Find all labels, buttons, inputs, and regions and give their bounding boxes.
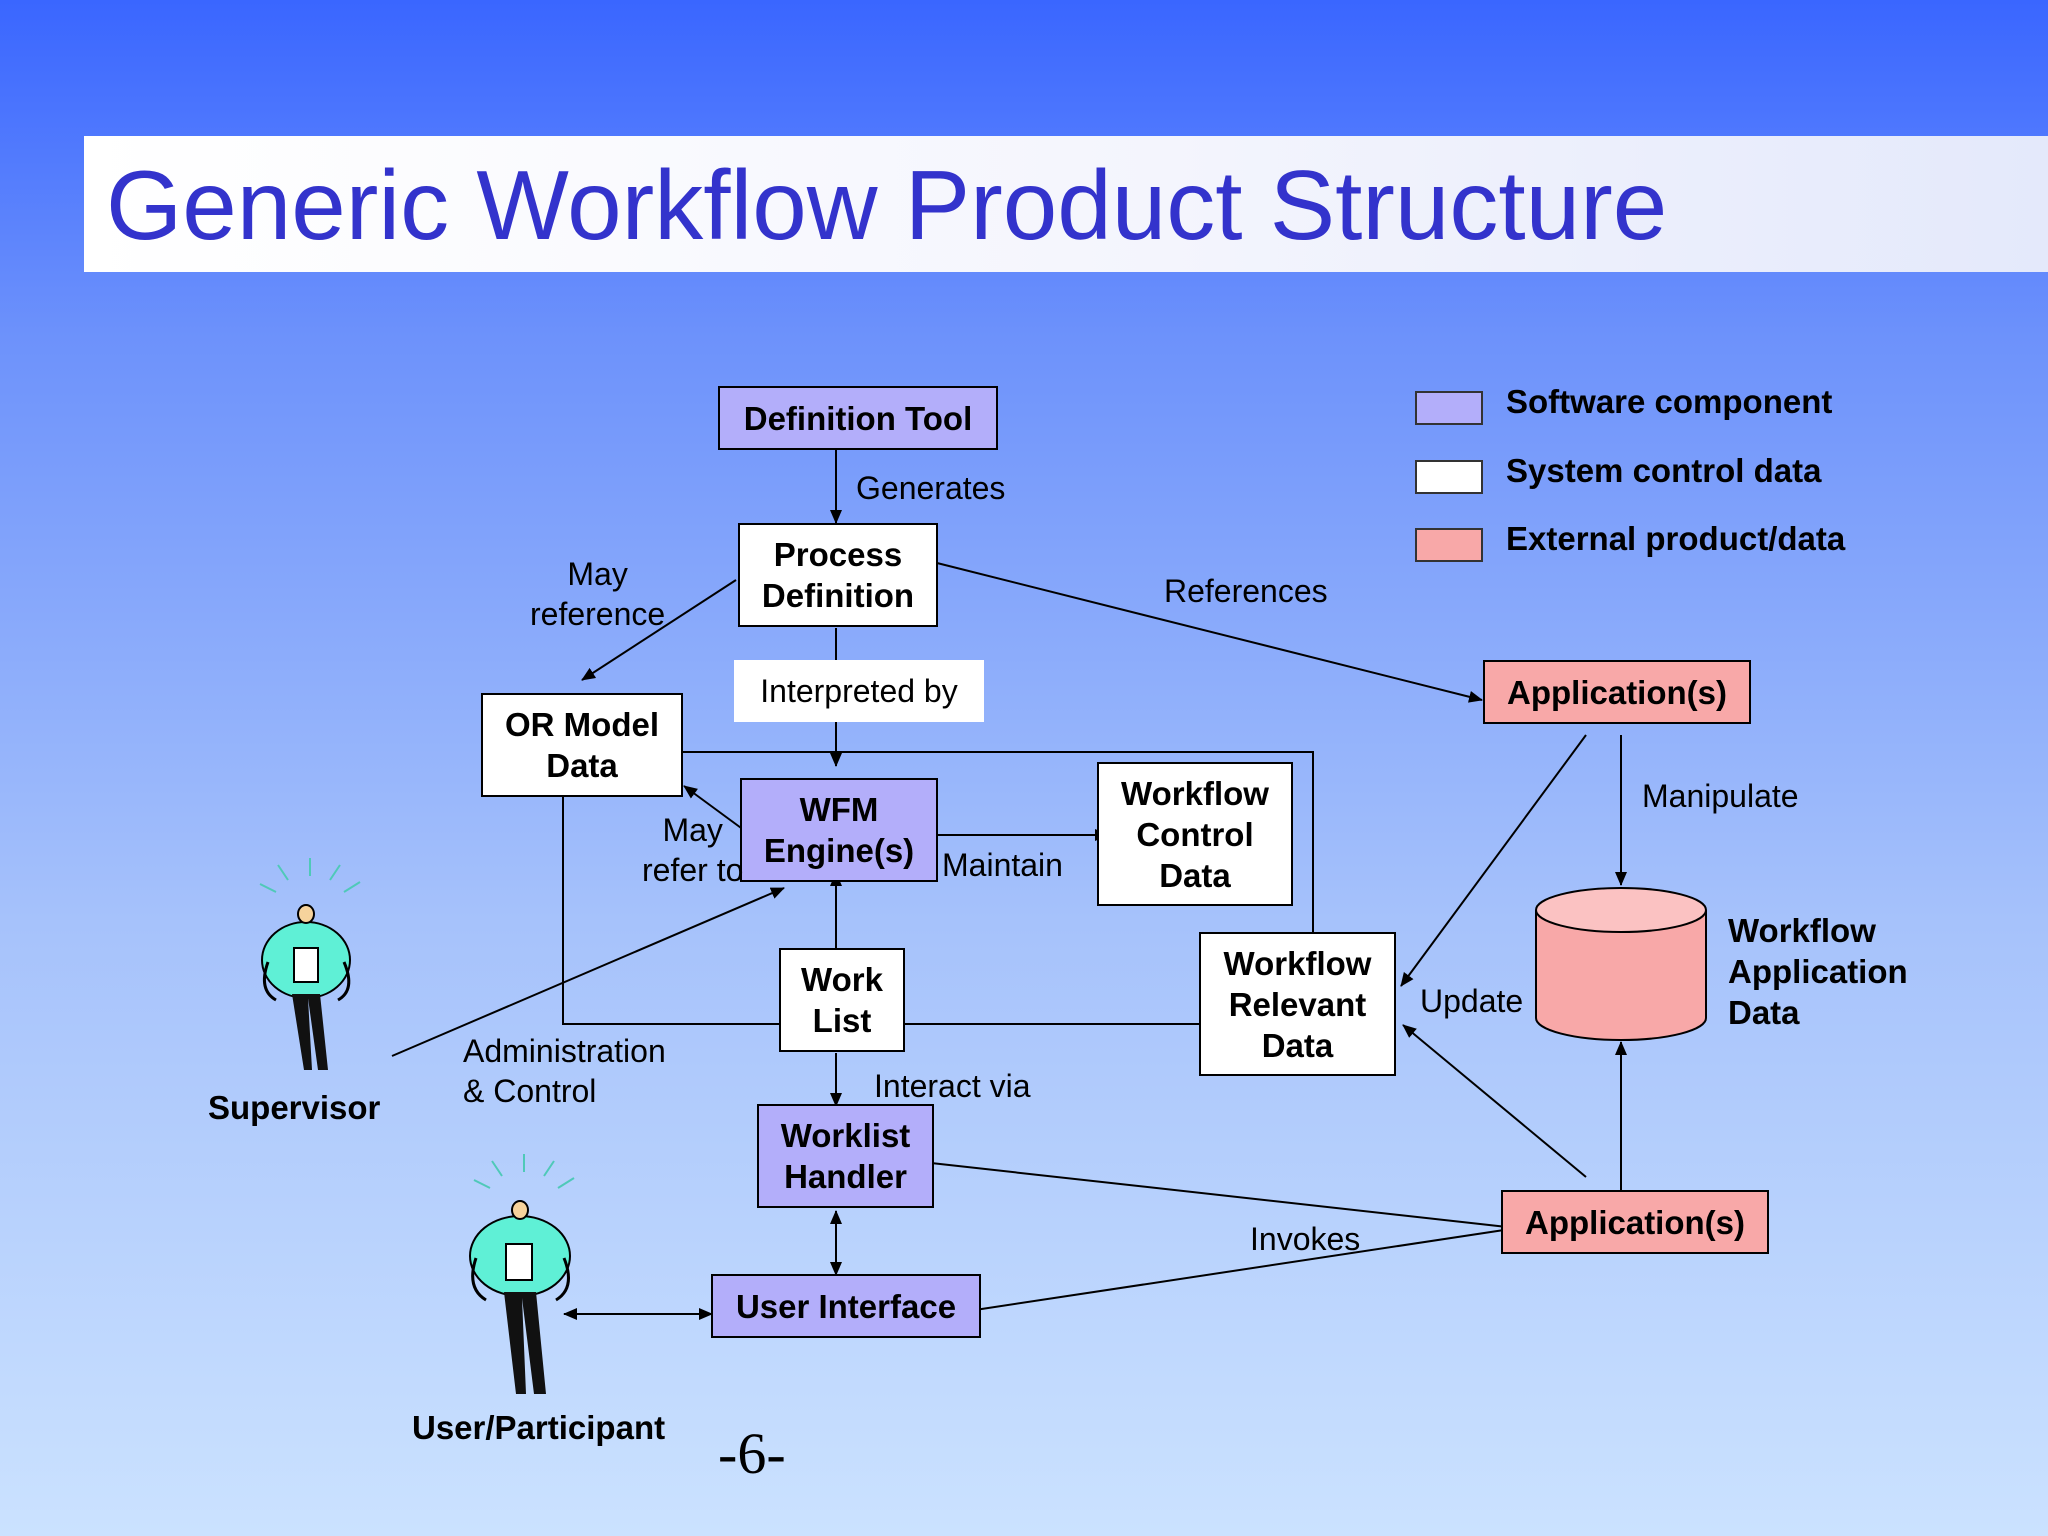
node-definition-tool: Definition Tool bbox=[718, 386, 998, 450]
user-participant-figure bbox=[469, 1154, 575, 1394]
label-update: Update bbox=[1420, 983, 1524, 1019]
label-may-reference: May reference bbox=[530, 556, 666, 632]
edge-ormodel-relevant bbox=[682, 751, 1314, 932]
edge-may-reference bbox=[581, 579, 737, 681]
slide-title: Generic Workflow Product Structure bbox=[106, 150, 1668, 260]
label-invokes: Invokes bbox=[1250, 1221, 1361, 1257]
label-interact-via: Interact via bbox=[874, 1068, 1031, 1104]
legend-swatch-control bbox=[1415, 460, 1483, 494]
node-or-model-data: OR Model Data bbox=[481, 693, 683, 797]
node-work-list: Work List bbox=[779, 948, 905, 1052]
label-user-participant: User/Participant bbox=[412, 1409, 666, 1446]
node-wfm-engines: WFM Engine(s) bbox=[740, 778, 938, 882]
legend-external-product-data: External product/data bbox=[1506, 520, 1846, 557]
label-interpreted-by: Interpreted by bbox=[734, 660, 984, 722]
label-maintain: Maintain bbox=[942, 847, 1063, 883]
legend-system-control-data: System control data bbox=[1506, 452, 1822, 489]
label-manipulate: Manipulate bbox=[1642, 778, 1799, 814]
label-supervisor: Supervisor bbox=[208, 1089, 381, 1126]
node-workflow-relevant-data: Workflow Relevant Data bbox=[1199, 932, 1396, 1076]
edge-invokes-ui bbox=[974, 1229, 1505, 1311]
node-process-definition: Process Definition bbox=[738, 523, 938, 627]
database-cylinder bbox=[1535, 887, 1707, 1041]
label-workflow-application-data: Workflow Application Data bbox=[1728, 912, 1908, 1031]
supervisor-figure bbox=[259, 858, 361, 1070]
page-number: -6- bbox=[718, 1421, 786, 1486]
title-bar: Generic Workflow Product Structure bbox=[84, 136, 2048, 272]
legend-swatch-external bbox=[1415, 528, 1483, 562]
node-application-top: Application(s) bbox=[1483, 660, 1751, 724]
edge-update-bottom bbox=[1402, 1024, 1587, 1178]
label-generates: Generates bbox=[856, 470, 1006, 506]
label-may-refer-to: May refer to bbox=[642, 812, 744, 888]
node-user-interface: User Interface bbox=[711, 1274, 981, 1338]
legend-software-component: Software component bbox=[1506, 383, 1833, 420]
node-workflow-control-data: Workflow Control Data bbox=[1097, 762, 1293, 906]
node-worklist-handler: Worklist Handler bbox=[757, 1104, 934, 1208]
node-application-bottom: Application(s) bbox=[1501, 1190, 1769, 1254]
edge-ormodel-worklist bbox=[562, 796, 781, 1025]
edge-update-top bbox=[1400, 734, 1587, 987]
legend-swatch-software bbox=[1415, 391, 1483, 425]
label-references: References bbox=[1164, 573, 1328, 609]
edge-admin-control bbox=[391, 887, 785, 1057]
label-administration-control: Administration & Control bbox=[463, 1033, 666, 1109]
edge-invokes-handler bbox=[921, 1161, 1517, 1233]
edge-references bbox=[936, 562, 1483, 703]
